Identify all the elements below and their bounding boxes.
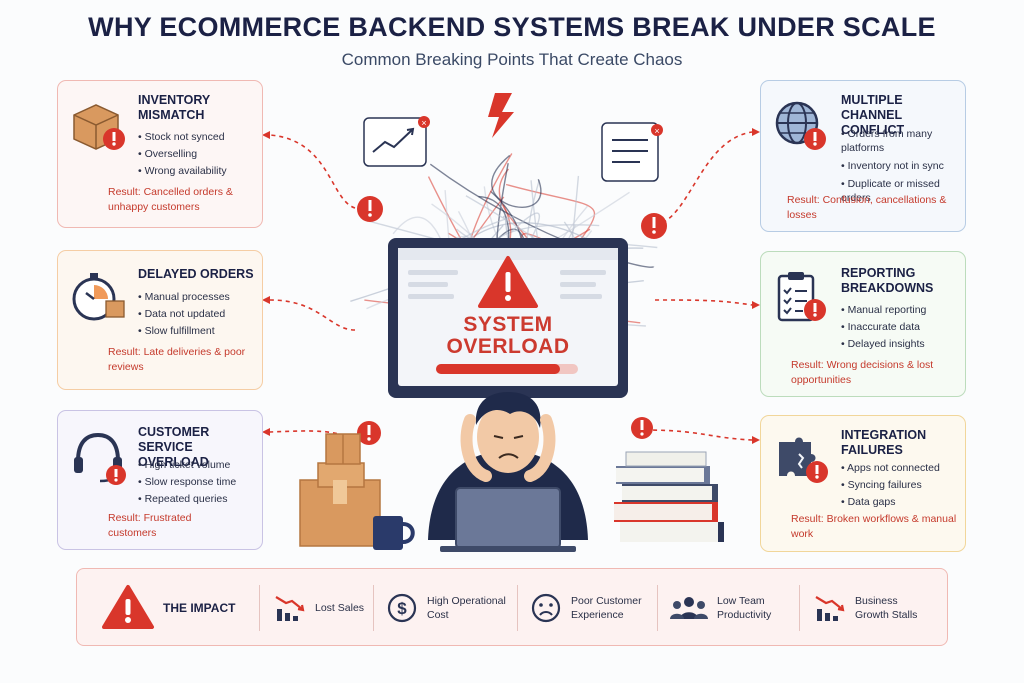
card-list: Apps not connected Syncing failures Data… [841, 460, 965, 511]
warning-triangle-icon [102, 585, 154, 629]
impact-item-operational-cost: $ High Operational Cost [385, 569, 511, 647]
divider [657, 585, 658, 631]
chart-window-icon: × [363, 116, 430, 167]
card-list: High ticket volume Slow response time Re… [138, 457, 262, 508]
card-title: INVENTORY MISMATCH [138, 93, 211, 122]
list-item: Data not updated [138, 306, 262, 323]
tangle-line [491, 154, 542, 208]
lightning-icon [488, 93, 514, 138]
package-icon [73, 104, 125, 150]
headset-icon [74, 432, 126, 485]
globe-icon [775, 101, 826, 150]
list-item: Orders from many platforms [841, 127, 965, 155]
alert-icon [357, 421, 381, 445]
card-result: Result: Frustrated customers [108, 512, 192, 539]
list-item: Manual processes [138, 289, 262, 306]
svg-text:×: × [421, 118, 426, 128]
svg-text:$: $ [397, 599, 407, 618]
impact-label: Business Growth Stalls [855, 595, 918, 621]
impact-label: Low Team Productivity [717, 595, 772, 621]
card-title: REPORTING BREAKDOWNS [841, 266, 934, 295]
impact-label: Lost Sales [315, 602, 365, 614]
impact-item-team-productivity: Low Team Productivity [669, 569, 787, 647]
list-item: Duplicate or missed orders [841, 177, 965, 205]
impact-item-customer-experience: Poor Customer Experience [529, 569, 653, 647]
list-item: Stock not synced [138, 129, 262, 146]
impact-item-growth-stalls: Business Growth Stalls [813, 569, 925, 647]
overlay-line-1: SYSTEM [463, 313, 553, 336]
card-list: Manual reporting Inaccurate data Delayed… [841, 302, 965, 353]
impact-title: THE IMPACT [163, 601, 236, 615]
list-item: Wrong availability [138, 163, 262, 180]
card-list: Manual processes Data not updated Slow f… [138, 289, 262, 340]
team-icon [670, 597, 708, 619]
list-item: Overselling [138, 146, 262, 163]
list-item: Inaccurate data [841, 319, 965, 336]
alert-icon [357, 196, 383, 222]
card-title: INTEGRATION FAILURES [841, 428, 927, 457]
divider [799, 585, 800, 631]
list-item: Slow fulfillment [138, 323, 262, 340]
sad-face-icon [531, 593, 561, 623]
document-window-icon: × [601, 122, 663, 182]
card-delayed-orders: DELAYED ORDERS Manual processes Data not… [57, 250, 263, 390]
declining-chart-icon [275, 596, 305, 621]
declining-chart-icon [815, 596, 845, 621]
laptop [455, 487, 561, 549]
alert-circles [357, 196, 667, 445]
card-list: Stock not synced Overselling Wrong avail… [138, 129, 262, 180]
card-multiple-channel-conflict: MULTIPLE CHANNEL CONFLICT Orders from ma… [760, 80, 966, 232]
card-inventory-mismatch: INVENTORY MISMATCH Stock not synced Over… [57, 80, 263, 228]
progress-fill [436, 364, 560, 374]
impact-label: High Operational Cost [427, 595, 506, 621]
impact-item-lost-sales: Lost Sales [273, 569, 364, 647]
card-integration-failures: INTEGRATION FAILURES Apps not connected … [760, 415, 966, 552]
list-item: Inventory not in sync [841, 159, 965, 173]
divider [373, 585, 374, 631]
alert-icon [641, 213, 667, 239]
impact-bar: THE IMPACT Lost Sales $ High Operational… [76, 568, 948, 646]
cardboard-boxes [299, 433, 381, 547]
list-item: Delayed insights [841, 336, 965, 353]
impact-label: Poor Customer Experience [571, 595, 642, 621]
divider [517, 585, 518, 631]
page-subtitle: Common Breaking Points That Create Chaos [341, 50, 683, 69]
stressed-person [428, 392, 588, 552]
card-list: Orders from many platforms Inventory not… [841, 127, 965, 205]
card-result: Result: Broken workflows & manual work [791, 513, 957, 540]
divider [259, 585, 260, 631]
stopwatch-icon [72, 273, 125, 321]
overlay-line-2: OVERLOAD [446, 335, 570, 358]
clipboard-icon [777, 272, 826, 322]
card-result: Result: Confusion, cancellations & losse… [787, 194, 947, 221]
paper-stack [614, 451, 724, 542]
list-item: Syncing failures [841, 477, 965, 494]
card-customer-service-overload: CUSTOMER SERVICE OVERLOAD High ticket vo… [57, 410, 263, 550]
list-item: Data gaps [841, 494, 965, 511]
list-item: Manual reporting [841, 302, 965, 319]
card-title: DELAYED ORDERS [138, 267, 254, 281]
page-title: WHY ECOMMERCE BACKEND SYSTEMS BREAK UNDE… [88, 12, 936, 42]
card-result: Result: Late deliveries & poor reviews [108, 346, 246, 373]
card-result: Result: Wrong decisions & lost opportuni… [791, 359, 934, 386]
dollar-cycle-icon: $ [387, 593, 417, 623]
list-item: Repeated queries [138, 491, 262, 508]
puzzle-icon [779, 437, 828, 483]
list-item: Apps not connected [841, 460, 965, 477]
svg-text:×: × [654, 126, 659, 136]
card-result: Result: Cancelled orders & unhappy custo… [108, 186, 233, 213]
list-item: Slow response time [138, 474, 262, 491]
alert-icon [631, 417, 653, 439]
system-overload-text: SYSTEM OVERLOAD [418, 314, 598, 358]
card-reporting-breakdowns: REPORTING BREAKDOWNS Manual reporting In… [760, 251, 966, 397]
connector-arrowheads [262, 128, 760, 444]
coffee-mug [373, 516, 415, 550]
list-item: High ticket volume [138, 457, 262, 474]
